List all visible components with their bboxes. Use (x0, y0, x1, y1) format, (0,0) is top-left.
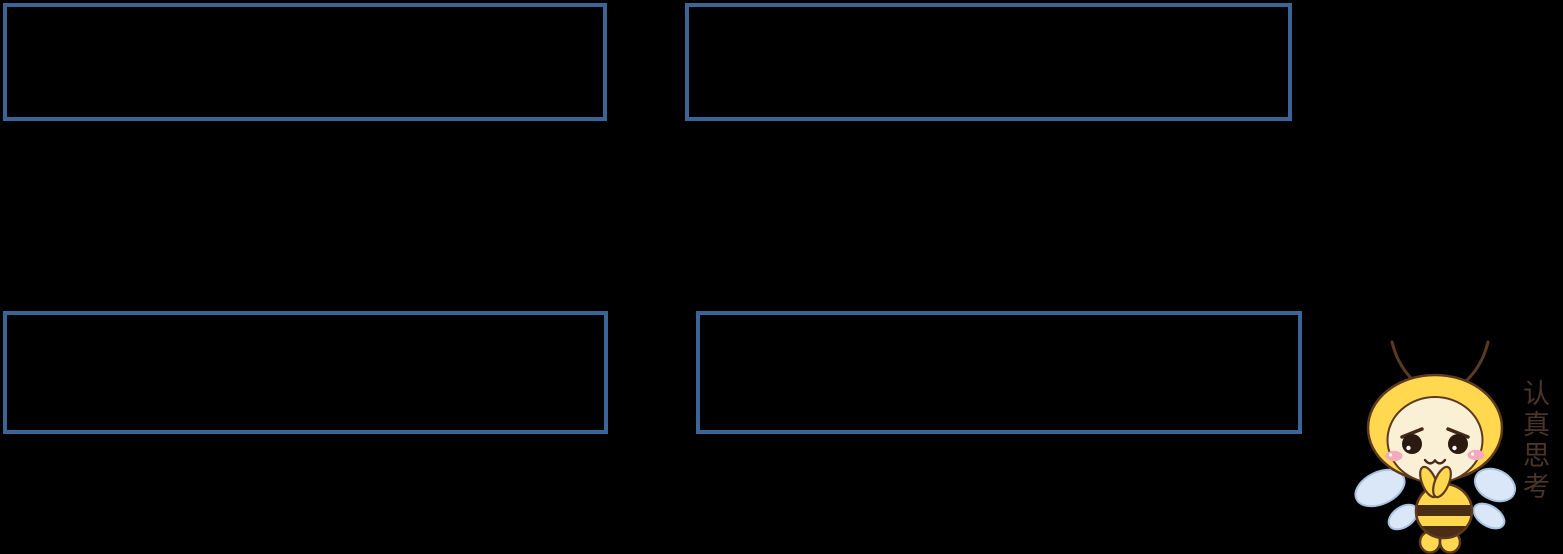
bee-eye-left (1402, 434, 1422, 454)
bee-antenna-right (1462, 340, 1490, 385)
bee-blush-glint-right (1470, 452, 1475, 456)
bee-blush-left (1385, 450, 1403, 462)
bee-eyebrow-left (1400, 427, 1424, 439)
bee-blush-glint-left (1388, 453, 1393, 457)
bee-body-stripes (1416, 505, 1472, 537)
bee-face (1386, 396, 1484, 484)
bee-hands (1419, 465, 1452, 499)
bee-stripe-lower (1416, 526, 1472, 537)
answer-box-bottom-left (3, 311, 608, 434)
answer-box-top-right (685, 3, 1292, 121)
answer-box-top-left (3, 3, 607, 121)
bee-eyebrow-right (1446, 427, 1470, 439)
bee-hand-right (1432, 465, 1452, 499)
bee-stripe-upper (1416, 505, 1472, 516)
bee-wing-lower-right (1472, 502, 1506, 530)
bee-eye-glint-right (1452, 445, 1457, 451)
bee-wing-upper-left (1354, 468, 1406, 508)
bee-wings (1354, 467, 1517, 531)
bee-face-features (1385, 427, 1485, 465)
bee-mouth (1423, 458, 1447, 465)
bee-eye-glint-left (1406, 445, 1411, 451)
bee-head (1366, 373, 1504, 484)
bee-blush-right (1467, 449, 1485, 461)
thinking-bee-icon (1354, 340, 1517, 554)
answer-box-bottom-right (696, 311, 1302, 434)
mascot-caption: 认真思考 (1518, 379, 1550, 503)
bee-wing-upper-right (1473, 467, 1517, 503)
bee-eye-right (1448, 434, 1468, 454)
